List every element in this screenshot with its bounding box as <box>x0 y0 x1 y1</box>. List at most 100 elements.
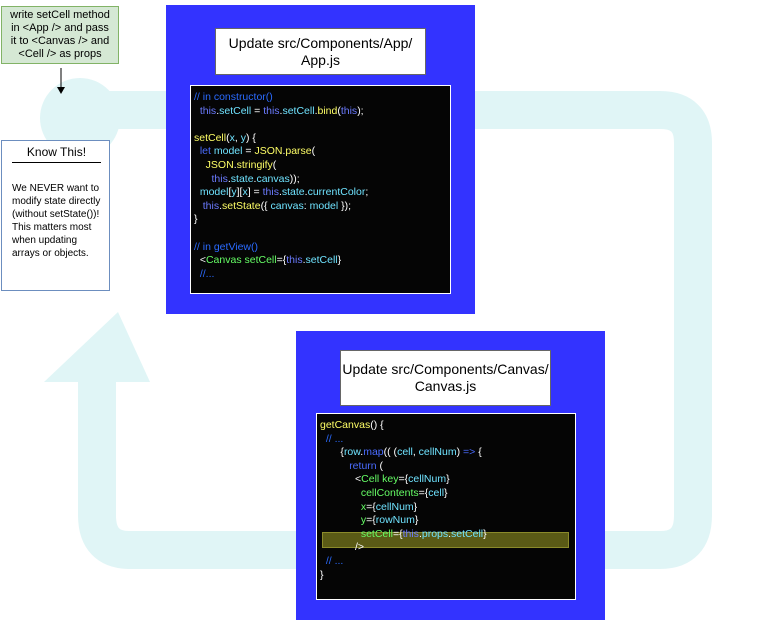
code-token: . <box>314 104 318 117</box>
code-token: canvas <box>270 199 304 212</box>
code-token: cell <box>397 446 413 459</box>
code-token: this <box>262 186 279 199</box>
code-token <box>320 528 361 540</box>
code-token: }); <box>338 199 352 212</box>
code-token: model <box>213 145 243 158</box>
code-token: (( ( <box>383 446 398 459</box>
code-token: ={ <box>366 500 376 513</box>
code-token: bind <box>317 104 338 117</box>
code-token: Cell <box>361 473 380 486</box>
code-token: ={ <box>398 473 409 486</box>
code-line: cellContents={cell} <box>320 487 572 501</box>
code-token: this <box>263 104 280 117</box>
code-token: . <box>233 158 237 171</box>
code-token: x <box>229 131 235 144</box>
code-token: . <box>279 104 283 117</box>
code-token <box>320 487 361 499</box>
code-token: cell <box>428 486 445 499</box>
code-token: map <box>363 446 384 459</box>
code-token: // in constructor() <box>194 91 273 103</box>
canvas-code-block: getCanvas() { // ... {row.map(( (cell, c… <box>316 413 576 600</box>
code-token: y <box>240 131 246 144</box>
code-token: state <box>281 186 305 199</box>
code-token: JSON <box>205 158 234 171</box>
code-line: this.setState({ canvas: model }); <box>194 200 447 214</box>
code-token: ( <box>226 131 230 144</box>
code-token: { <box>475 446 482 459</box>
code-token: : <box>303 199 310 212</box>
code-token: . <box>304 186 308 199</box>
code-token: key <box>382 473 399 486</box>
code-token: . <box>278 186 282 199</box>
code-token: . <box>302 254 306 267</box>
code-token: . <box>253 172 257 185</box>
code-token: x <box>360 500 367 513</box>
code-token: rowNum <box>375 514 415 527</box>
code-token: ][ <box>236 186 243 199</box>
code-token: < <box>194 254 206 267</box>
code-line: setCell(x, y) { <box>194 132 447 146</box>
code-token: state <box>230 172 254 185</box>
code-token: let <box>199 145 211 158</box>
code-token: . <box>418 527 422 540</box>
code-token: ({ <box>260 199 271 212</box>
know-this-body: We NEVER want to modify state directly (… <box>12 183 101 259</box>
code-token: return <box>349 459 377 472</box>
code-token: model <box>199 186 229 199</box>
code-token: ); <box>357 104 364 117</box>
code-token: setState <box>222 199 261 212</box>
know-this-box: Know This! We NEVER want to modify state… <box>1 140 110 291</box>
code-token: setCell <box>219 104 252 117</box>
code-line: x={cellNum} <box>320 501 572 515</box>
code-token: this <box>402 527 419 540</box>
code-token: () { <box>370 419 384 431</box>
code-token: /> <box>320 541 365 554</box>
code-token: this <box>199 104 217 117</box>
code-line <box>194 118 447 132</box>
code-line: // ... <box>320 433 572 447</box>
code-token: this <box>211 172 228 185</box>
code-token: { <box>320 446 344 459</box>
code-token: } <box>194 213 198 226</box>
code-token: . <box>219 199 223 212</box>
code-token: props <box>421 527 449 540</box>
code-token: } <box>446 473 450 486</box>
canvas-code-bg <box>316 413 576 600</box>
code-line: getCanvas() { <box>320 419 572 433</box>
code-token: setCell <box>451 527 484 540</box>
code-token: ) <box>456 446 464 459</box>
code-line: return ( <box>320 460 572 474</box>
code-token: parse <box>285 145 312 158</box>
code-line: //... <box>194 268 447 282</box>
code-token: } <box>414 514 419 527</box>
code-token: cellNum <box>375 500 414 513</box>
code-token: . <box>360 446 364 459</box>
code-token: )); <box>289 172 300 185</box>
code-token: ={ <box>418 486 429 499</box>
code-token: . <box>227 172 231 185</box>
code-token: ={ <box>276 254 287 267</box>
code-line: JSON.stringify( <box>194 159 447 173</box>
code-line: // in getView() <box>194 241 447 255</box>
code-token: } <box>320 568 324 581</box>
code-token: } <box>483 527 487 540</box>
code-token: JSON <box>254 145 283 158</box>
code-token: //... <box>194 267 215 280</box>
code-line: model[y][x] = this.state.currentColor; <box>194 186 447 200</box>
code-token: . <box>216 104 220 117</box>
code-token: y <box>360 514 367 527</box>
code-token: => <box>463 446 476 459</box>
code-token: cellNum <box>408 473 447 486</box>
code-line: <Canvas setCell={this.setCell} <box>194 254 447 268</box>
code-token: setCell <box>360 527 393 540</box>
code-line: // ... <box>320 555 572 569</box>
code-token: getCanvas <box>320 419 371 431</box>
code-token: setCell <box>194 131 227 144</box>
code-line: /> <box>320 541 572 555</box>
code-token: . <box>448 527 452 540</box>
code-token: // in getView() <box>194 240 258 253</box>
code-token: // ... <box>320 432 344 445</box>
code-token <box>194 200 203 212</box>
code-line: <Cell key={cellNum} <box>320 473 572 487</box>
